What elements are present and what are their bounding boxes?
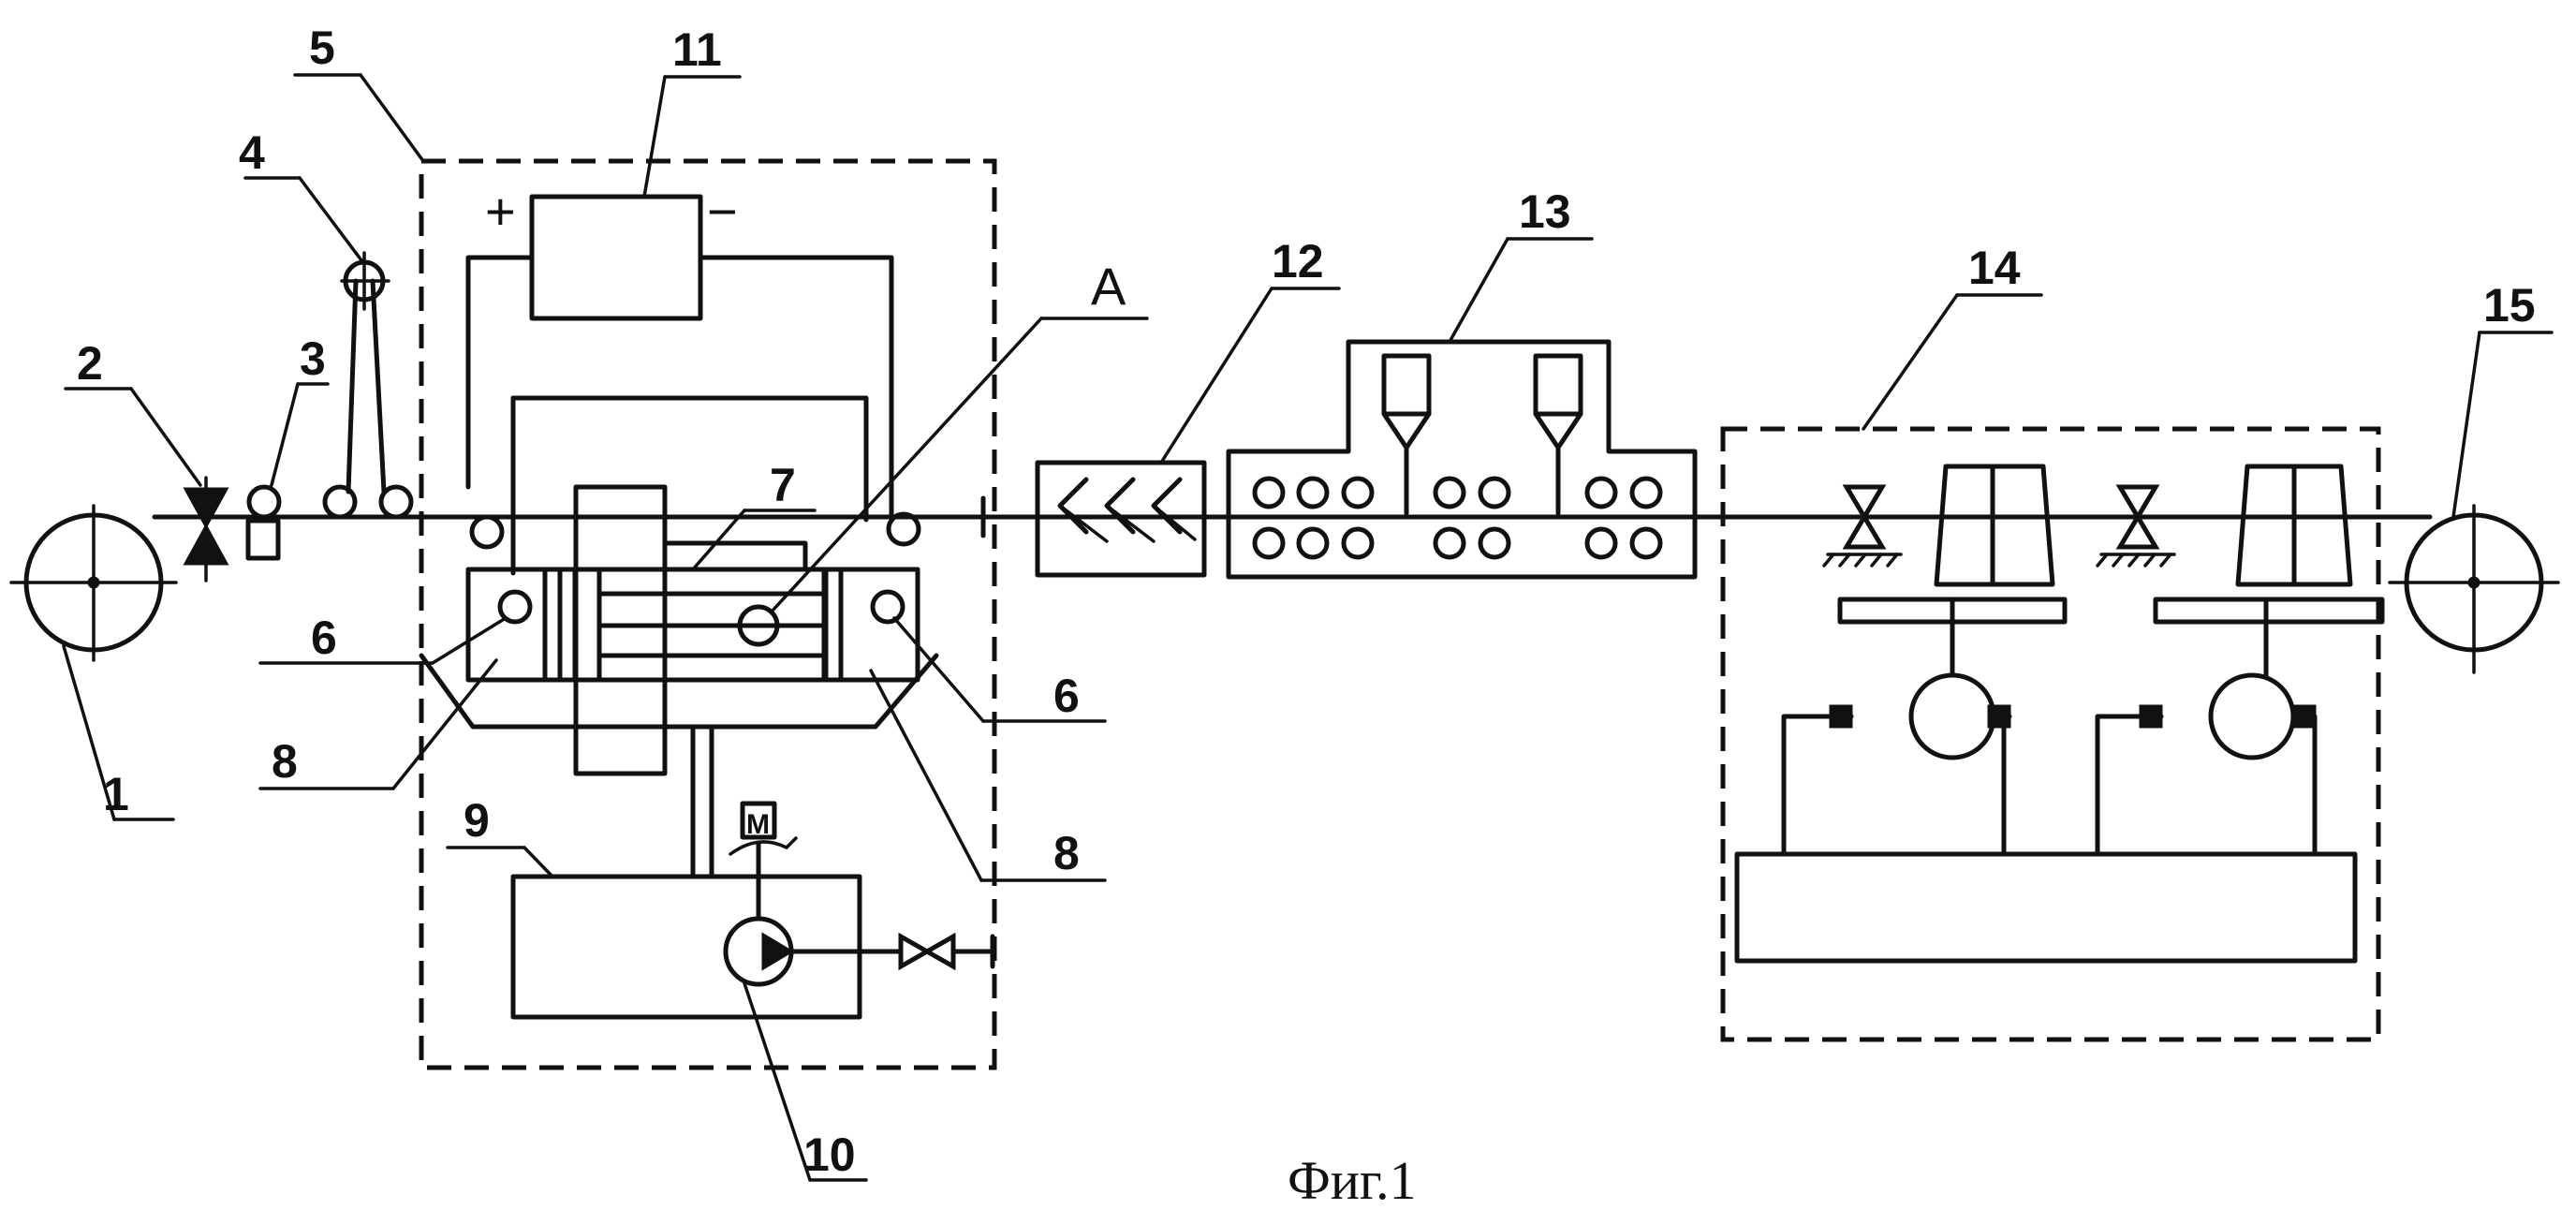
figure-caption: Фиг.1 bbox=[1288, 1150, 1417, 1211]
electrolyte-tank bbox=[448, 848, 860, 1017]
label-4: 4 bbox=[239, 126, 265, 179]
label-14: 14 bbox=[1968, 242, 2021, 294]
label-1: 1 bbox=[103, 768, 129, 820]
label-A: A bbox=[1091, 257, 1126, 316]
label-10: 10 bbox=[803, 1128, 856, 1181]
uncoiler-reel bbox=[11, 506, 176, 819]
label-13: 13 bbox=[1519, 185, 1571, 238]
plus-sign: + bbox=[485, 182, 516, 241]
guide-roller-3 bbox=[248, 384, 328, 558]
label-5: 5 bbox=[309, 22, 335, 74]
label-6-left: 6 bbox=[311, 612, 337, 664]
label-11: 11 bbox=[672, 23, 722, 76]
label-15: 15 bbox=[2483, 279, 2536, 332]
loop-tower bbox=[245, 178, 411, 517]
minus-sign: − bbox=[707, 182, 738, 241]
recoiler-reel bbox=[2390, 332, 2558, 672]
clamp-device bbox=[66, 389, 227, 581]
motor-symbol: M bbox=[746, 809, 770, 840]
label-12: 12 bbox=[1272, 235, 1324, 288]
rinse-chamber bbox=[983, 288, 1339, 575]
label-2: 2 bbox=[77, 337, 103, 390]
label-3: 3 bbox=[300, 332, 326, 385]
label-7: 7 bbox=[770, 459, 796, 511]
electrolytic-bath bbox=[260, 318, 1147, 880]
label-8-left: 8 bbox=[272, 735, 298, 788]
label-6-right: 6 bbox=[1053, 670, 1080, 722]
power-source bbox=[468, 77, 891, 573]
label-9: 9 bbox=[464, 794, 490, 847]
rolling-stand bbox=[1723, 295, 2382, 1040]
label-8-right: 8 bbox=[1053, 827, 1080, 879]
